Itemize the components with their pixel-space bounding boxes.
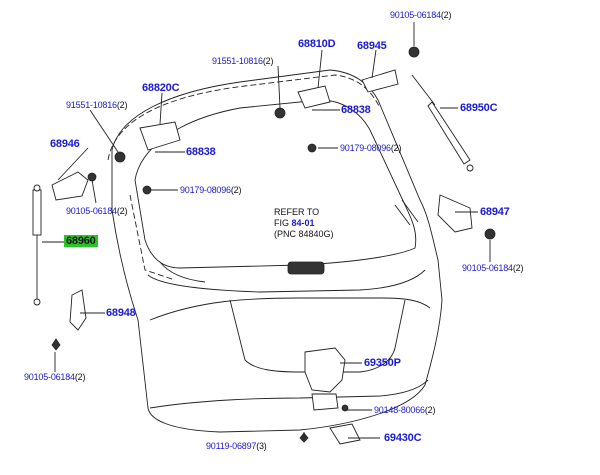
door-opener-switch <box>287 261 325 275</box>
quantity: (2) <box>390 143 402 153</box>
reference-fig-prefix: FIG <box>274 218 292 228</box>
part-number: 90105-06184 <box>66 206 117 216</box>
label-68947[interactable]: 68947 <box>480 206 510 218</box>
label-68820C[interactable]: 68820C <box>142 82 180 94</box>
left-hinge <box>51 171 97 201</box>
part-number: 90105-06184 <box>462 263 513 273</box>
part-number: 90105-06184 <box>24 372 75 382</box>
right-hinge <box>361 46 420 93</box>
label-68945[interactable]: 68945 <box>357 40 387 52</box>
quantity: (2) <box>116 206 128 216</box>
label-91551-10816-left[interactable]: 91551-10816(2) <box>66 100 127 110</box>
left-bracket <box>51 289 87 351</box>
label-68950C[interactable]: 68950C <box>460 102 498 114</box>
right-bracket <box>437 194 496 240</box>
quantity: (2) <box>262 56 274 66</box>
part-number: 91551-10816 <box>66 100 117 110</box>
quantity: (2) <box>74 372 86 382</box>
part-number: 90179-08096 <box>180 185 231 195</box>
label-68838-right[interactable]: 68838 <box>341 104 371 116</box>
label-68960[interactable]: 68960 <box>64 235 98 247</box>
label-90105-06184-top[interactable]: 90105-06184(2) <box>390 10 451 20</box>
quantity: (2) <box>512 263 524 273</box>
quantity: (2) <box>116 100 128 110</box>
right-gas-stay <box>411 74 474 172</box>
label-90105-06184-bottom[interactable]: 90105-06184(2) <box>24 372 85 382</box>
striker <box>299 404 361 445</box>
left-gas-stay <box>32 184 42 306</box>
reference-line-2: FIG 84-01 <box>274 218 334 229</box>
part-number: 90119-06897 <box>206 441 257 451</box>
label-91551-10816-top[interactable]: 91551-10816(2) <box>212 56 273 66</box>
quantity: (2) <box>230 185 242 195</box>
reference-fig-link[interactable]: 84-01 <box>291 218 315 228</box>
label-90148-80066[interactable]: 90148-80066(2) <box>374 405 435 415</box>
label-69430C[interactable]: 69430C <box>384 432 422 444</box>
label-90179-08096-right[interactable]: 90179-08096(2) <box>340 143 401 153</box>
quantity: (3) <box>256 441 267 451</box>
label-90105-06184-right[interactable]: 90105-06184(2) <box>462 263 523 273</box>
upper-hinge-right <box>274 85 331 153</box>
lock-assembly <box>304 347 346 411</box>
part-number: 90179-08096 <box>340 143 391 153</box>
label-68948[interactable]: 68948 <box>106 307 136 319</box>
upper-hinge-left <box>114 121 181 195</box>
leader-lines <box>42 22 491 442</box>
label-90105-06184-left[interactable]: 90105-06184(2) <box>66 206 127 216</box>
reference-note: REFER TO FIG 84-01 (PNC 84840G) <box>274 207 334 240</box>
label-90179-08096-left[interactable]: 90179-08096(2) <box>180 185 241 195</box>
highlighted-part-number: 68960 <box>64 235 98 247</box>
label-68838-left[interactable]: 68838 <box>186 146 216 158</box>
part-number: 90105-06184 <box>390 10 441 20</box>
label-90119-06897[interactable]: 90119-06897(3) <box>206 441 267 451</box>
label-69350P[interactable]: 69350P <box>364 357 401 369</box>
part-number: 91551-10816 <box>212 56 263 66</box>
quantity: (2) <box>424 405 436 415</box>
label-68810D[interactable]: 68810D <box>298 38 336 50</box>
part-number: 90148-80066 <box>374 405 425 415</box>
reference-line-3: (PNC 84840G) <box>274 229 334 239</box>
quantity: (2) <box>440 10 452 20</box>
label-68946[interactable]: 68946 <box>50 138 80 150</box>
reference-line-1: REFER TO <box>274 207 320 217</box>
